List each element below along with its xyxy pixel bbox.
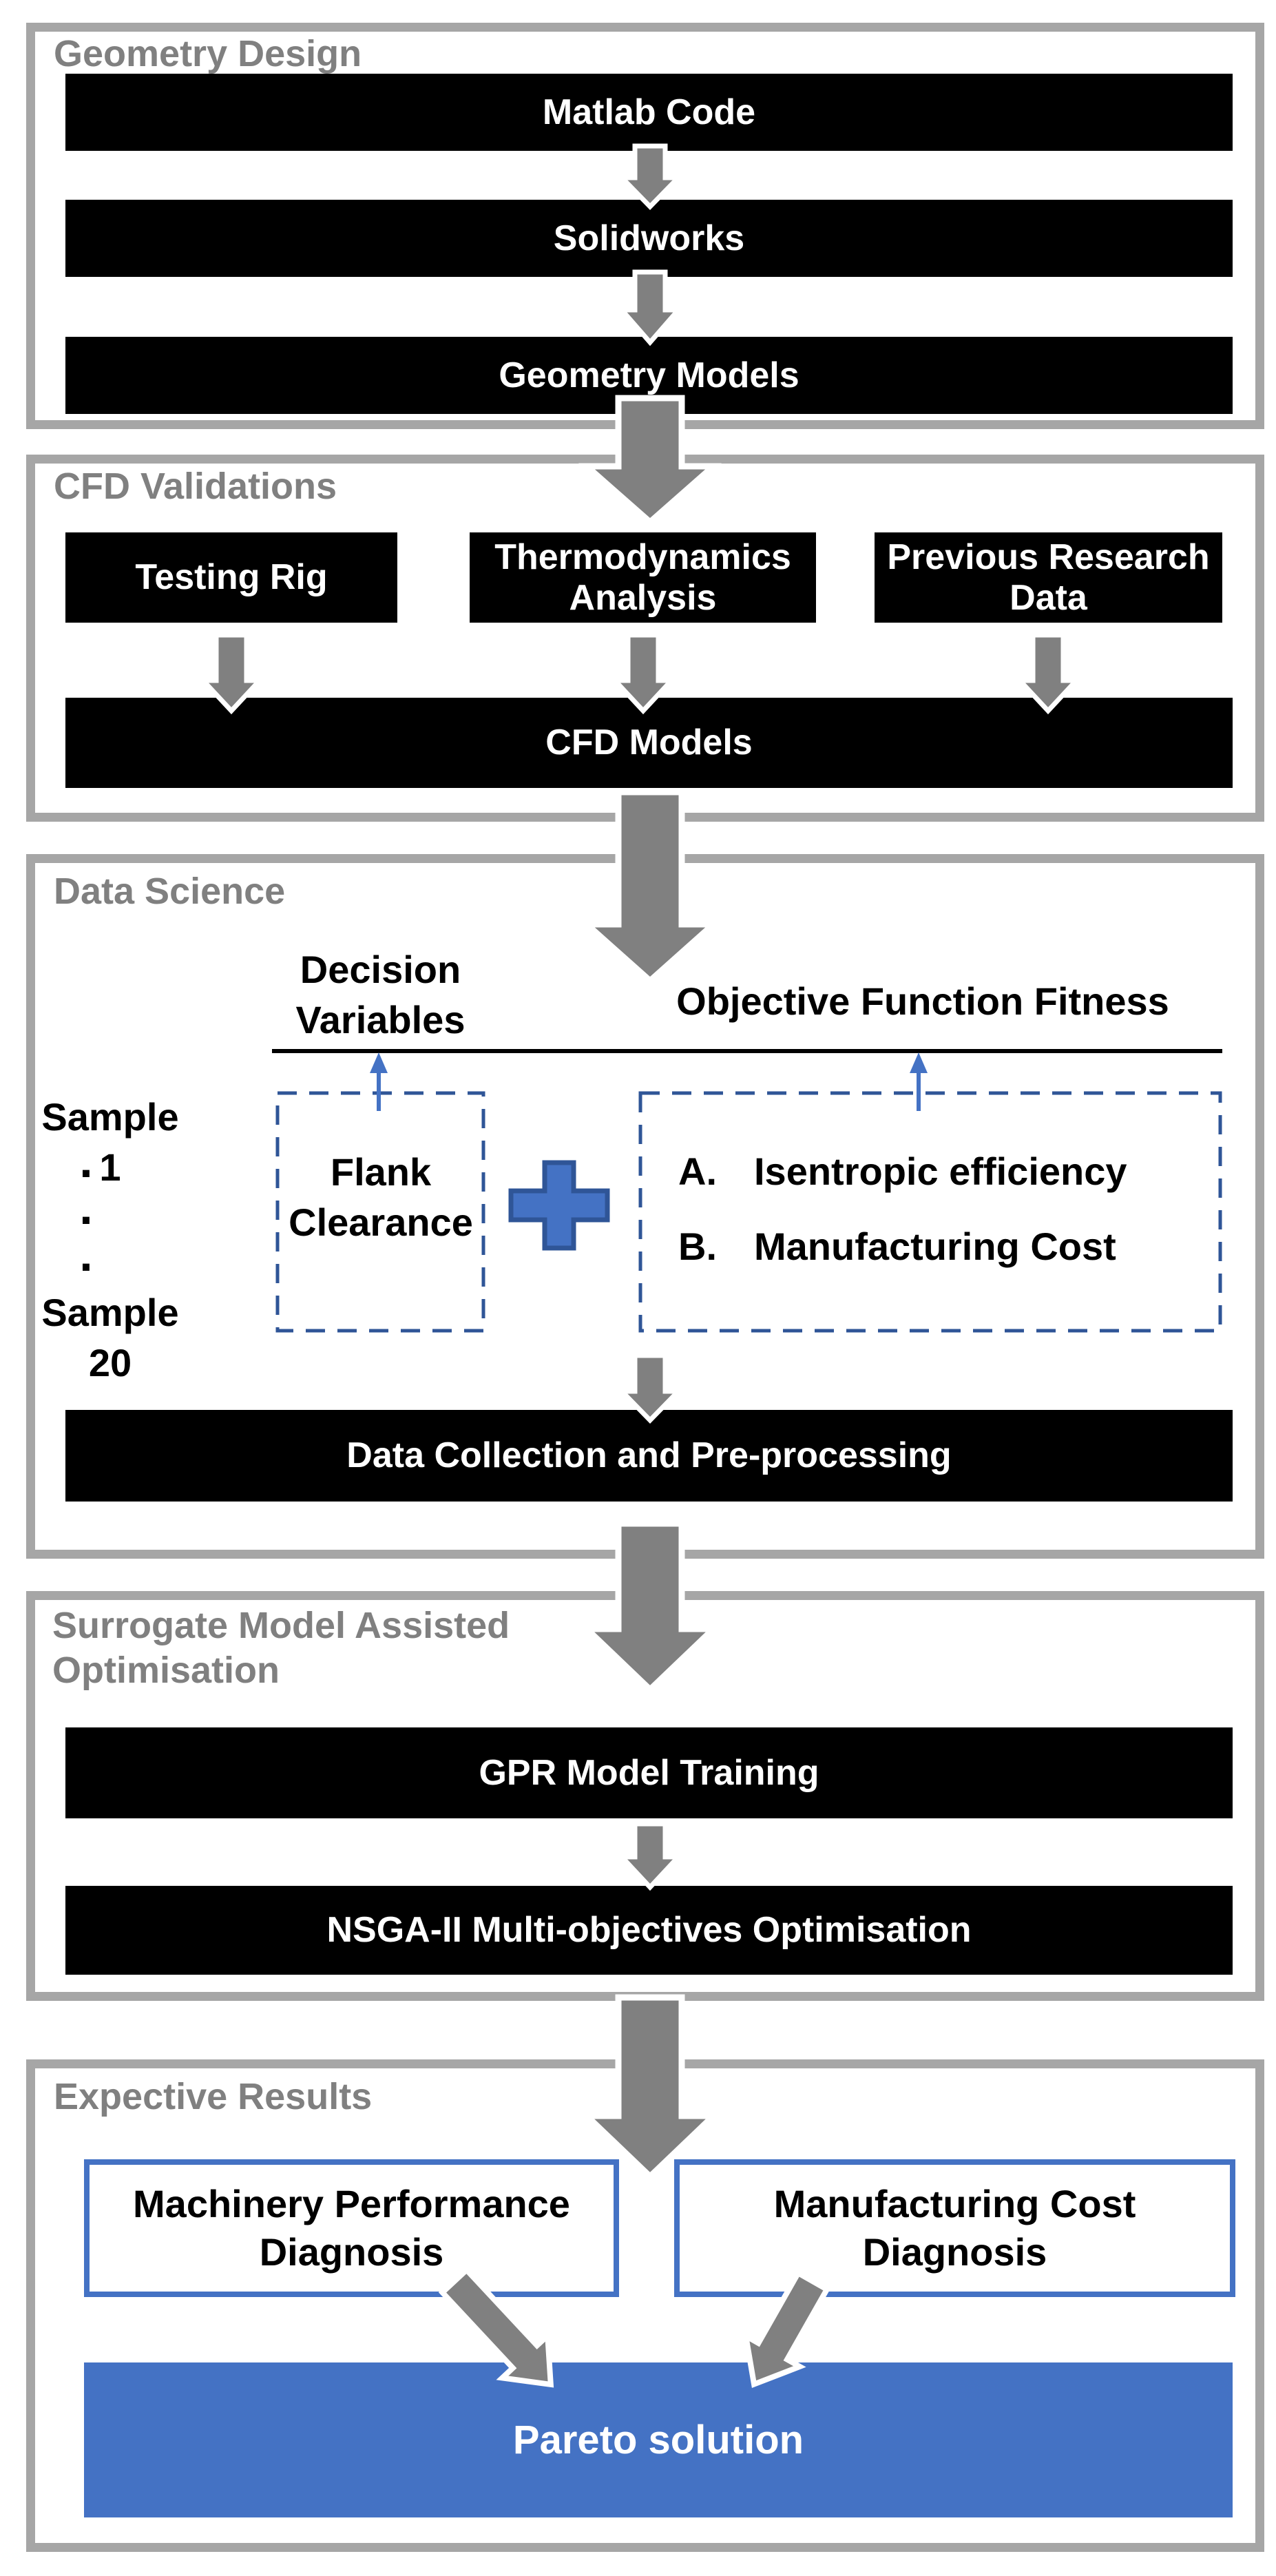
thermodynamics-analysis-box: Thermodynamics Analysis xyxy=(470,532,816,623)
data-collection-box: Data Collection and Pre-processing xyxy=(65,1410,1233,1502)
header-underline xyxy=(272,1049,1222,1053)
data-science-label: Data Science xyxy=(54,871,286,912)
geometry-models-box: Geometry Models xyxy=(65,337,1233,414)
decision-variables-header: Decision Variables xyxy=(295,948,466,1041)
objective-item-b-marker: B. xyxy=(678,1225,717,1268)
pareto-solution-box: Pareto solution xyxy=(84,2362,1233,2517)
sample-20-label: Sample 20 xyxy=(41,1291,179,1384)
flank-clearance-label: Flank Clearance xyxy=(289,1150,473,1244)
nsga-optimisation-box: NSGA-II Multi-objectives Optimisation xyxy=(65,1886,1233,1975)
cfd-validations-label: CFD Validations xyxy=(54,466,337,507)
objective-function-fitness-header: Objective Function Fitness xyxy=(676,979,1169,1023)
objective-item-a-marker: A. xyxy=(678,1150,717,1193)
objective-item-a-text: Isentropic efficiency xyxy=(754,1150,1127,1193)
objective-item-b-text: Manufacturing Cost xyxy=(754,1225,1116,1268)
surrogate-model-label: Surrogate Model Assisted Optimisation xyxy=(52,1605,510,1691)
ellipsis-dot: . xyxy=(79,1227,93,1281)
cfd-models-box: CFD Models xyxy=(65,698,1233,788)
machinery-performance-diagnosis-box: Machinery Performance Diagnosis xyxy=(84,2159,619,2297)
solidworks-box: Solidworks xyxy=(65,200,1233,277)
sample-1-label: Sample 1 xyxy=(41,1095,179,1189)
expective-results-label: Expective Results xyxy=(54,2076,373,2117)
ellipsis-dot: . xyxy=(79,1134,93,1187)
objective-item-a: A. Isentropic efficiency xyxy=(678,1149,1127,1194)
gpr-model-training-box: GPR Model Training xyxy=(65,1727,1233,1818)
previous-research-data-box: Previous Research Data xyxy=(875,532,1222,623)
geometry-design-label: Geometry Design xyxy=(54,33,362,74)
matlab-code-box: Matlab Code xyxy=(65,74,1233,151)
objective-item-b: B. Manufacturing Cost xyxy=(678,1224,1127,1269)
ellipsis-dot: . xyxy=(79,1181,93,1234)
testing-rig-box: Testing Rig xyxy=(65,532,397,623)
manufacturing-cost-diagnosis-box: Manufacturing Cost Diagnosis xyxy=(674,2159,1235,2297)
objective-items-list: A. Isentropic efficiency B. Manufacturin… xyxy=(678,1149,1127,1269)
